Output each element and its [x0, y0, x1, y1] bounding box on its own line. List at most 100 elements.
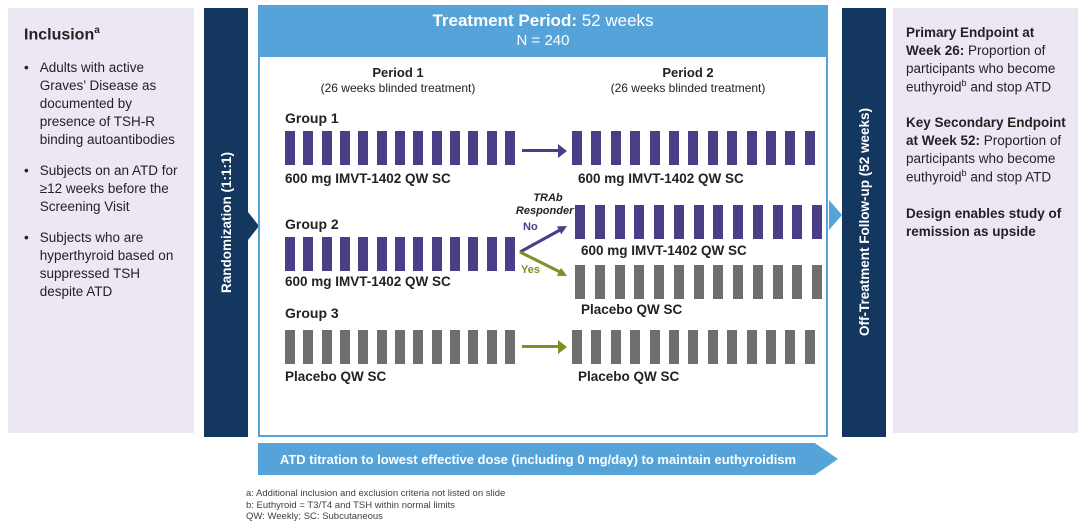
treatment-period-box: Treatment Period: 52 weeks N = 240 Perio…: [258, 5, 828, 437]
dose-tick: [339, 237, 350, 271]
endpoints-panel: Primary Endpoint at Week 26: Proportion …: [893, 8, 1078, 433]
dose-tick: [752, 265, 763, 299]
treatment-period-title: Treatment Period: 52 weeks: [260, 10, 826, 32]
dose-tick: [431, 330, 442, 364]
dose-tick: [376, 131, 387, 165]
inclusion-bullet-text: Subjects who are hyperthyroid based on s…: [39, 229, 174, 299]
primary-endpoint-lead: Primary Endpoint at Week 26:: [906, 25, 1035, 58]
dose-tick: [610, 330, 621, 364]
dose-tick: [431, 237, 442, 271]
group3-period2-ticks: [572, 330, 815, 364]
sample-size: N = 240: [516, 32, 570, 50]
dose-tick: [376, 237, 387, 271]
group2-yes-arm-dose-label: Placebo QW SC: [581, 302, 683, 317]
dose-tick: [733, 205, 743, 239]
dose-tick: [630, 131, 641, 165]
dose-tick: [594, 265, 605, 299]
bullet-icon: •: [24, 163, 29, 179]
dose-tick: [376, 330, 387, 364]
dose-tick: [614, 205, 625, 239]
dose-tick: [649, 131, 660, 165]
bullet-icon: •: [24, 60, 29, 76]
inclusion-title-superscript: a: [94, 25, 100, 36]
treatment-period-title-bold: Treatment Period:: [432, 11, 577, 30]
dose-tick: [449, 237, 460, 271]
dose-tick: [713, 265, 724, 299]
dose-tick: [693, 205, 704, 239]
group1-continue-arrow-icon: [522, 143, 567, 158]
dose-tick: [431, 131, 442, 165]
followup-entry-arrow-icon: [829, 200, 842, 230]
trab-question-line1: TRAb: [533, 192, 563, 204]
footnotes: a: Additional inclusion and exclusion cr…: [246, 488, 505, 523]
dose-tick: [413, 330, 424, 364]
dose-tick: [321, 330, 332, 364]
dose-tick: [610, 131, 621, 165]
dose-tick: [746, 131, 757, 165]
dose-tick: [669, 131, 680, 165]
dose-tick: [772, 205, 783, 239]
dose-tick: [303, 131, 314, 165]
dose-tick: [785, 131, 796, 165]
group2-label: Group 2: [285, 216, 339, 232]
randomization-label: Randomization (1:1:1): [218, 151, 234, 293]
group1-period2-ticks: [572, 131, 815, 165]
dose-tick: [812, 265, 822, 299]
primary-endpoint-body-end: and stop ATD: [966, 79, 1052, 95]
treatment-period-header: Treatment Period: 52 weeks N = 240: [260, 7, 826, 57]
dose-tick: [394, 330, 405, 364]
group3-label: Group 3: [285, 305, 339, 321]
dose-tick: [394, 237, 405, 271]
dose-tick: [766, 131, 777, 165]
dose-tick: [785, 330, 796, 364]
group2-no-arm-ticks: [575, 205, 822, 239]
dose-tick: [654, 205, 664, 239]
dose-tick: [321, 131, 332, 165]
bullet-icon: •: [24, 229, 29, 245]
secondary-endpoint-superscript: b: [961, 168, 967, 179]
secondary-endpoint-lead: Key Secondary Endpoint at Week 52:: [906, 115, 1066, 149]
inclusion-bullet-text: Subjects on an ATD for ≥12 weeks before …: [39, 163, 178, 214]
inclusion-bullet-text: Adults with active Graves’ Disease as do…: [39, 60, 175, 148]
treatment-period-title-rest: 52 weeks: [577, 11, 654, 30]
dose-tick: [688, 330, 699, 364]
dose-tick: [486, 131, 497, 165]
no-branch-label: No: [523, 221, 538, 233]
followup-bar: Off-Treatment Follow-up (52 weeks): [842, 8, 886, 437]
dose-tick: [591, 330, 602, 364]
trab-question-line2: Responder?: [515, 204, 581, 217]
dose-tick: [614, 265, 625, 299]
dose-tick: [713, 205, 724, 239]
dose-tick: [575, 205, 585, 239]
randomization-arrow-icon: [248, 212, 259, 240]
yes-branch-label: Yes: [521, 264, 540, 276]
group2-period1-dose-label: 600 mg IMVT-1402 QW SC: [285, 274, 451, 289]
period2-desc: (26 weeks blinded treatment): [610, 81, 766, 96]
dose-tick: [486, 330, 497, 364]
design-note-lead: Design enables study of remission as ups…: [906, 205, 1062, 239]
dose-tick: [468, 237, 479, 271]
dose-tick: [792, 205, 803, 239]
dose-tick: [575, 265, 585, 299]
dose-tick: [358, 330, 369, 364]
group1-period2-dose-label: 600 mg IMVT-1402 QW SC: [578, 171, 744, 186]
dose-tick: [673, 265, 684, 299]
dose-tick: [630, 330, 641, 364]
dose-tick: [752, 205, 763, 239]
dose-tick: [591, 131, 602, 165]
dose-tick: [449, 330, 460, 364]
dose-tick: [285, 330, 295, 364]
primary-endpoint-superscript: b: [961, 77, 967, 88]
dose-tick: [321, 237, 332, 271]
dose-tick: [358, 237, 369, 271]
dose-tick: [688, 131, 699, 165]
dose-tick: [285, 237, 295, 271]
dose-tick: [394, 131, 405, 165]
atd-titration-banner: ATD titration to lowest effective dose (…: [258, 443, 838, 475]
period2-name: Period 2: [662, 65, 714, 80]
dose-tick: [358, 131, 369, 165]
atd-titration-text: ATD titration to lowest effective dose (…: [279, 451, 797, 467]
inclusion-panel: Inclusiona • Adults with active Graves’ …: [8, 8, 194, 433]
dose-tick: [766, 330, 777, 364]
